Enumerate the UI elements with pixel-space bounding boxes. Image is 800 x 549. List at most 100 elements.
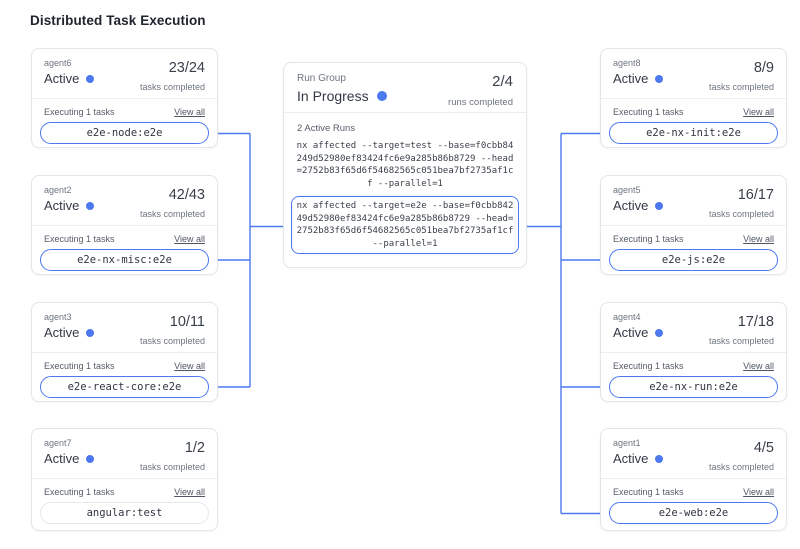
agent-card-footer: Executing 1 tasks View all e2e-nx-misc:e… [32,226,217,271]
agent-status: Active [44,198,95,213]
run-command-highlighted[interactable]: nx affected --target=e2e --base=f0cbb842… [291,196,519,254]
runs-completed-caption: runs completed [448,97,513,108]
agent-card-agent8: agent8 Active 8/9 tasks completed Execut… [600,48,787,148]
task-pill[interactable]: e2e-node:e2e [40,122,209,144]
task-pill[interactable]: e2e-nx-init:e2e [609,122,778,144]
agent-status-label: Active [613,325,649,340]
view-all-link[interactable]: View all [174,486,205,497]
run-group-card: Run Group In Progress 2/4 runs completed… [283,62,527,268]
tasks-completed-caption: tasks completed [708,336,774,346]
status-dot-icon [376,91,387,101]
agent-progress: 42/43 [168,187,205,203]
run-group-status-label: In Progress [297,88,369,104]
agent-status: Active [613,451,664,466]
agent-card-agent5: agent5 Active 16/17 tasks completed Exec… [600,175,787,275]
agent-name: agent8 [613,58,641,68]
task-pill[interactable]: e2e-nx-run:e2e [609,376,778,398]
view-all-link[interactable]: View all [743,233,774,244]
executing-tasks-label: Executing 1 tasks [613,233,684,244]
executing-tasks-label: Executing 1 tasks [613,486,684,497]
run-group-progress: 2/4 [492,73,513,90]
run-group-body: 2 Active Runs nx affected --target=test … [284,113,526,254]
executing-tasks-label: Executing 1 tasks [44,360,115,371]
task-pill[interactable]: e2e-js:e2e [609,249,778,271]
agent-name: agent5 [613,185,641,195]
agent-card-header: agent4 Active 17/18 tasks completed [601,303,786,353]
active-runs-label: 2 Active Runs [297,123,356,134]
agent-status: Active [44,451,95,466]
agent-status: Active [44,325,95,340]
status-dot-icon [86,328,95,337]
tasks-completed-caption: tasks completed [139,209,205,219]
view-all-link[interactable]: View all [174,233,205,244]
agent-progress: 1/2 [184,440,205,456]
agent-progress: 8/9 [753,60,774,76]
agent-card-footer: Executing 1 tasks View all e2e-react-cor… [32,353,217,398]
agent-card-header: agent6 Active 23/24 tasks completed [32,49,217,99]
status-dot-icon [655,74,664,83]
agent-status-label: Active [613,451,649,466]
view-all-link[interactable]: View all [743,106,774,117]
agent-card-agent4: agent4 Active 17/18 tasks completed Exec… [600,302,787,402]
agent-status: Active [613,71,664,86]
tasks-completed-caption: tasks completed [139,462,205,472]
run-group-label: Run Group [297,73,346,84]
agent-status: Active [44,71,95,86]
agent-card-header: agent3 Active 10/11 tasks completed [32,303,217,353]
view-all-link[interactable]: View all [174,106,205,117]
agent-name: agent4 [613,312,641,322]
agent-status-label: Active [44,71,80,86]
agent-name: agent6 [44,58,72,68]
view-all-link[interactable]: View all [743,486,774,497]
status-dot-icon [655,201,664,210]
executing-tasks-label: Executing 1 tasks [44,106,115,117]
agent-status-label: Active [613,71,649,86]
agent-card-footer: Executing 1 tasks View all e2e-nx-init:e… [601,99,786,144]
agent-name: agent3 [44,312,72,322]
agent-card-footer: Executing 1 tasks View all e2e-nx-run:e2… [601,353,786,398]
agent-name: agent7 [44,438,72,448]
task-pill[interactable]: e2e-react-core:e2e [40,376,209,398]
agent-progress: 16/17 [737,187,774,203]
run-command: nx affected --target=test --base=f0cbb84… [296,141,514,189]
agent-progress: 4/5 [753,440,774,456]
view-all-link[interactable]: View all [174,360,205,371]
task-pill[interactable]: e2e-web:e2e [609,502,778,524]
agent-card-footer: Executing 1 tasks View all e2e-node:e2e [32,99,217,144]
agent-progress: 17/18 [737,314,774,330]
executing-tasks-label: Executing 1 tasks [613,360,684,371]
agent-progress: 23/24 [168,60,205,76]
status-dot-icon [86,454,95,463]
run-group-status: In Progress [297,88,387,104]
page-title: Distributed Task Execution [30,13,206,28]
agent-card-agent7: agent7 Active 1/2 tasks completed Execut… [31,428,218,531]
task-pill[interactable]: angular:test [40,502,209,524]
status-dot-icon [655,454,664,463]
tasks-completed-caption: tasks completed [139,82,205,92]
agent-card-footer: Executing 1 tasks View all angular:test [32,479,217,524]
status-dot-icon [86,74,95,83]
agent-card-footer: Executing 1 tasks View all e2e-web:e2e [601,479,786,524]
agent-card-header: agent1 Active 4/5 tasks completed [601,429,786,479]
executing-tasks-label: Executing 1 tasks [613,106,684,117]
agent-card-footer: Executing 1 tasks View all e2e-js:e2e [601,226,786,271]
agent-card-header: agent8 Active 8/9 tasks completed [601,49,786,99]
tasks-completed-caption: tasks completed [708,462,774,472]
agent-card-header: agent5 Active 16/17 tasks completed [601,176,786,226]
agent-card-agent1: agent1 Active 4/5 tasks completed Execut… [600,428,787,531]
tasks-completed-caption: tasks completed [708,209,774,219]
status-dot-icon [655,328,664,337]
agent-card-header: agent7 Active 1/2 tasks completed [32,429,217,479]
tasks-completed-caption: tasks completed [708,82,774,92]
executing-tasks-label: Executing 1 tasks [44,486,115,497]
tasks-completed-caption: tasks completed [139,336,205,346]
agent-card-header: agent2 Active 42/43 tasks completed [32,176,217,226]
agent-status-label: Active [613,198,649,213]
status-dot-icon [86,201,95,210]
agent-status: Active [613,198,664,213]
agent-name: agent1 [613,438,641,448]
task-pill[interactable]: e2e-nx-misc:e2e [40,249,209,271]
agent-name: agent2 [44,185,72,195]
run-group-header: Run Group In Progress 2/4 runs completed [284,63,526,113]
view-all-link[interactable]: View all [743,360,774,371]
